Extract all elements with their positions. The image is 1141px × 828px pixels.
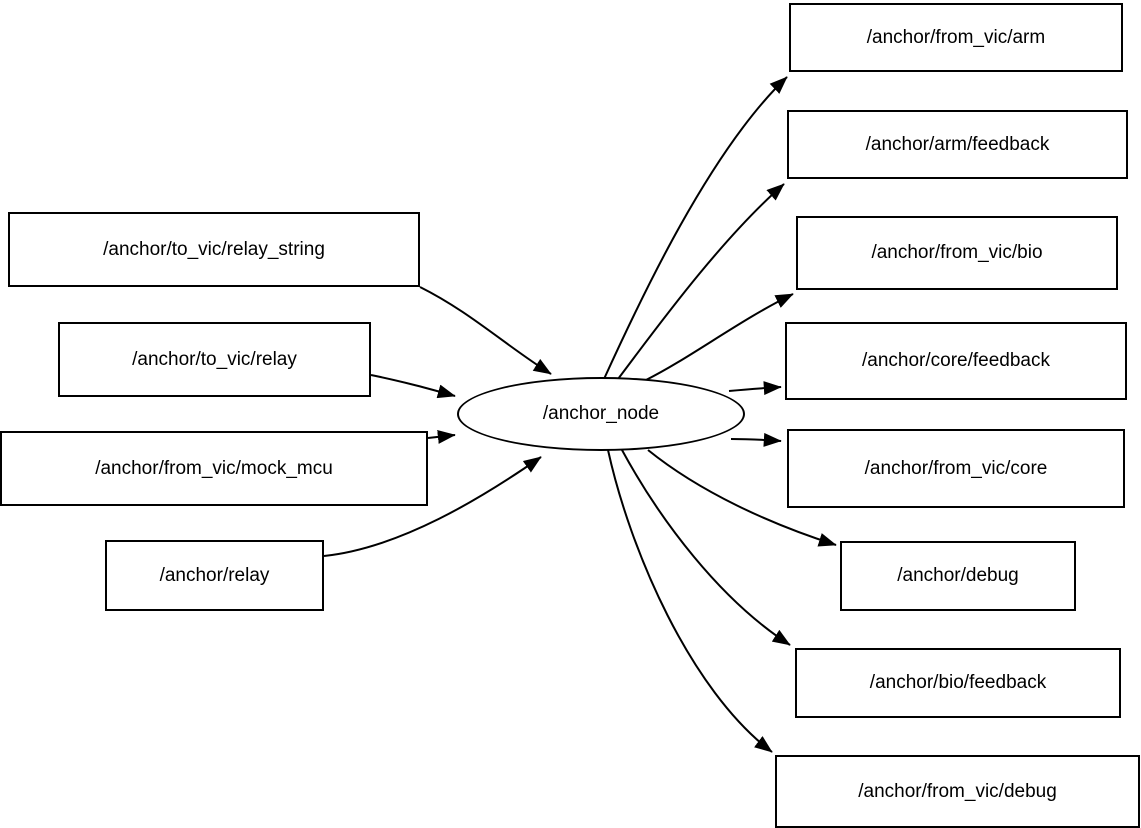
incoming-edges [323,286,552,557]
graph-node-label: /anchor/from_vic/debug [858,780,1057,802]
graph-node-label: /anchor/to_vic/relay_string [103,238,325,260]
graph-node-anchor-node[interactable]: /anchor_node [457,377,745,451]
graph-edge-out-0 [603,76,788,380]
graph-node-publisher-topic-0[interactable]: /anchor/to_vic/relay_string [8,212,420,287]
graph-edge-in-0 [419,286,552,375]
graph-edge-out-7 [607,449,773,753]
graph-node-label: /anchor/bio/feedback [869,672,1047,693]
graph-node-label: /anchor/from_vic/arm [866,26,1046,48]
graph-node-subscriber-topic-5[interactable]: /anchor/debug [840,541,1076,611]
graph-node-subscriber-topic-3[interactable]: /anchor/core/feedback [785,322,1127,400]
graph-node-subscriber-topic-6[interactable]: /anchor/bio/feedback [795,648,1121,718]
graph-edge-out-2 [645,293,794,381]
outgoing-edges [603,76,837,753]
graph-node-label: /anchor/relay [159,564,270,586]
graph-node-label: /anchor/arm/feedback [865,133,1050,155]
graph-node-publisher-topic-3[interactable]: /anchor/relay [105,540,324,611]
graph-edge-out-3 [728,381,782,396]
graph-edge-in-2 [427,429,456,444]
graph-node-label: /anchor/core/feedback [861,350,1050,371]
graph-node-label: /anchor_node [542,403,660,424]
graph-node-label: /anchor/from_vic/bio [871,242,1043,263]
graph-edge-out-4 [730,432,782,447]
graph-edge-out-1 [617,183,785,380]
graph-node-subscriber-topic-2[interactable]: /anchor/from_vic/bio [796,216,1118,290]
graph-node-subscriber-topic-1[interactable]: /anchor/arm/feedback [787,110,1128,179]
graph-node-subscriber-topic-0[interactable]: /anchor/from_vic/arm [789,3,1123,72]
graph-node-label: /anchor/to_vic/relay [132,348,297,370]
graph-edge-out-6 [621,449,791,646]
graph-node-publisher-topic-2[interactable]: /anchor/from_vic/mock_mcu [0,431,428,506]
graph-node-subscriber-topic-4[interactable]: /anchor/from_vic/core [787,429,1125,508]
graph-edge-out-5 [647,449,837,547]
graph-node-subscriber-topic-7[interactable]: /anchor/from_vic/debug [775,755,1140,828]
graph-node-label: /anchor/debug [897,565,1019,586]
graph-edge-in-3 [323,456,542,557]
graph-node-label: /anchor/from_vic/core [864,457,1048,479]
graph-edge-in-1 [370,374,456,399]
graph-node-publisher-topic-1[interactable]: /anchor/to_vic/relay [58,322,371,397]
graph-node-label: /anchor/from_vic/mock_mcu [95,457,333,479]
